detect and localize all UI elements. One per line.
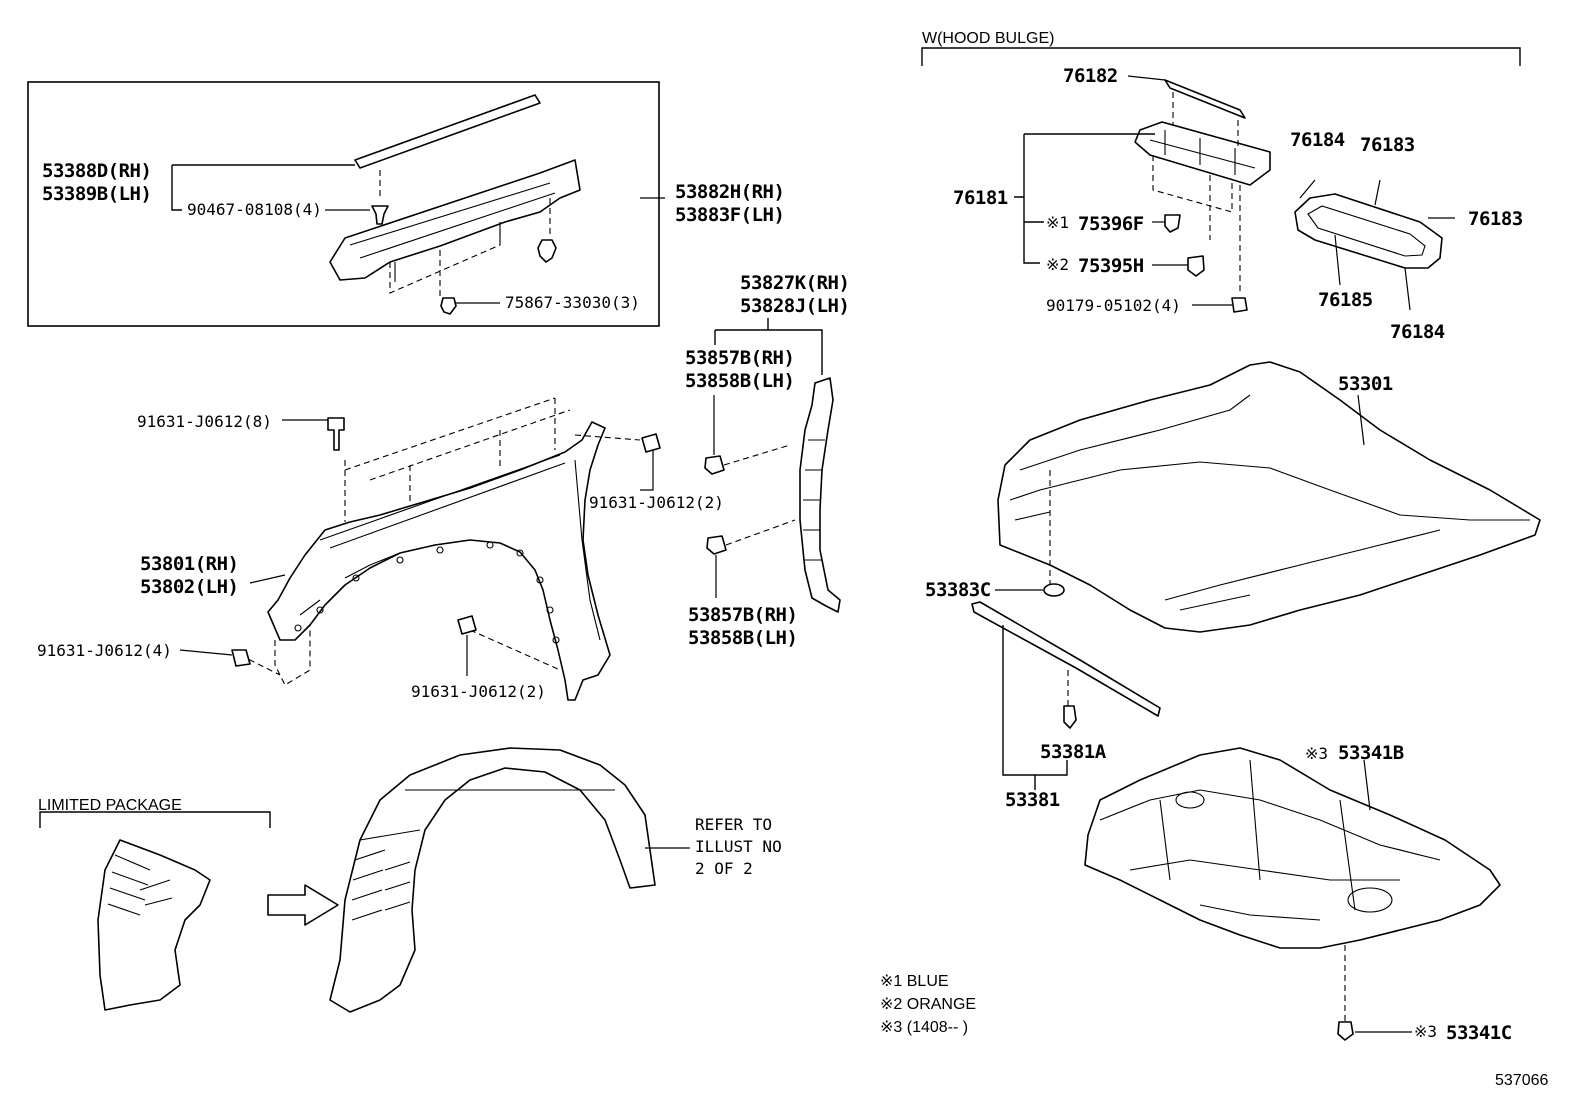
label-76184-top: 76184 <box>1290 129 1345 151</box>
bolt-91631-mid <box>457 615 477 635</box>
label-53301: 53301 <box>1338 373 1393 395</box>
label-53389B: 53389B(LH) <box>42 183 151 205</box>
limited-fender-liner <box>97 839 211 1011</box>
label-53858B-top: 53858B(LH) <box>685 370 794 392</box>
label-75867: 75867-33030(3) <box>505 293 640 312</box>
refer-line2: ILLUST NO <box>695 837 782 856</box>
front-fender <box>267 421 611 701</box>
label-76181: 76181 <box>953 187 1008 209</box>
refer-line1: REFER TO <box>695 815 772 834</box>
label-53882H: 53882H(RH) <box>675 181 784 203</box>
label-90179: 90179-05102(4) <box>1046 296 1181 315</box>
fender-seal-53827K <box>799 377 841 613</box>
clip-90467 <box>371 205 389 225</box>
label-53388D: 53388D(RH) <box>42 160 151 182</box>
clip-75867 <box>440 297 457 315</box>
label-76182: 76182 <box>1063 65 1118 87</box>
bolt-91631-top <box>327 417 345 451</box>
label-53883F: 53883F(LH) <box>675 204 784 226</box>
clip-53341C <box>1337 1021 1354 1041</box>
limited-package-bracket <box>39 811 271 828</box>
note-blue: ※1 BLUE <box>880 973 949 990</box>
label-53827K: 53827K(RH) <box>740 272 849 294</box>
label-91631-2a: 91631-J0612(2) <box>589 493 724 512</box>
label-53381A: 53381A <box>1040 741 1107 763</box>
label-53857B-bot: 53857B(RH) <box>688 604 797 626</box>
clip-75396F <box>1164 214 1181 233</box>
figure-id: 537066 <box>1495 1072 1548 1089</box>
hood-seal-53381 <box>971 601 1161 717</box>
clip-53381A <box>1063 705 1077 729</box>
label-75396F: 75396F <box>1078 213 1144 235</box>
marker-1: ※1 <box>1046 213 1069 232</box>
fender-liner <box>329 747 656 1013</box>
label-53341B: 53341B <box>1338 742 1404 764</box>
hood-insulator-53341B <box>1084 747 1501 949</box>
label-91631-2b: 91631-J0612(2) <box>411 682 546 701</box>
label-76183-top: 76183 <box>1360 134 1415 156</box>
label-76185: 76185 <box>1318 289 1373 311</box>
note-orange: ※2 ORANGE <box>880 996 976 1013</box>
clip-53857B-top <box>704 455 725 475</box>
cowl-seal-strip <box>354 94 541 169</box>
cowl-louver-panel <box>329 159 581 281</box>
scoop-seal-frame <box>1294 193 1443 269</box>
label-limited-package: LIMITED PACKAGE <box>38 797 182 814</box>
label-53383C: 53383C <box>925 579 991 601</box>
label-90467: 90467-08108(4) <box>187 200 322 219</box>
clip-right <box>537 239 557 263</box>
scoop-cover-76182 <box>1164 79 1246 119</box>
label-53858B-bot: 53858B(LH) <box>688 627 797 649</box>
label-53381: 53381 <box>1005 789 1060 811</box>
nut-90179 <box>1231 297 1248 313</box>
hood-bulge-bracket <box>921 47 1521 66</box>
label-53801: 53801(RH) <box>140 553 238 575</box>
label-91631-8: 91631-J0612(8) <box>137 412 272 431</box>
note-date: ※3 (1408-- ) <box>880 1019 968 1036</box>
marker-3b: ※3 <box>1414 1022 1437 1041</box>
marker-3a: ※3 <box>1305 744 1328 763</box>
label-76183-right: 76183 <box>1468 208 1523 230</box>
label-75395H: 75395H <box>1078 255 1144 277</box>
label-91631-4: 91631-J0612(4) <box>37 641 172 660</box>
hood-cushion-53383C <box>1043 583 1065 597</box>
cowl-group-box <box>27 81 660 327</box>
label-53341C: 53341C <box>1446 1022 1512 1044</box>
hood-panel-53301 <box>997 361 1541 633</box>
label-hood-bulge: W(HOOD BULGE) <box>922 30 1054 47</box>
clip-53857B-bot <box>706 535 727 555</box>
clip-75395H <box>1187 255 1205 277</box>
label-53857B-top: 53857B(RH) <box>685 347 794 369</box>
marker-2: ※2 <box>1046 255 1069 274</box>
label-53802: 53802(LH) <box>140 576 238 598</box>
label-76184-bot: 76184 <box>1390 321 1445 343</box>
refer-line3: 2 OF 2 <box>695 859 753 878</box>
bolt-91631-right <box>641 433 661 453</box>
direction-arrow <box>267 884 339 926</box>
bolt-91631-left <box>231 649 251 667</box>
label-53828J: 53828J(LH) <box>740 295 849 317</box>
